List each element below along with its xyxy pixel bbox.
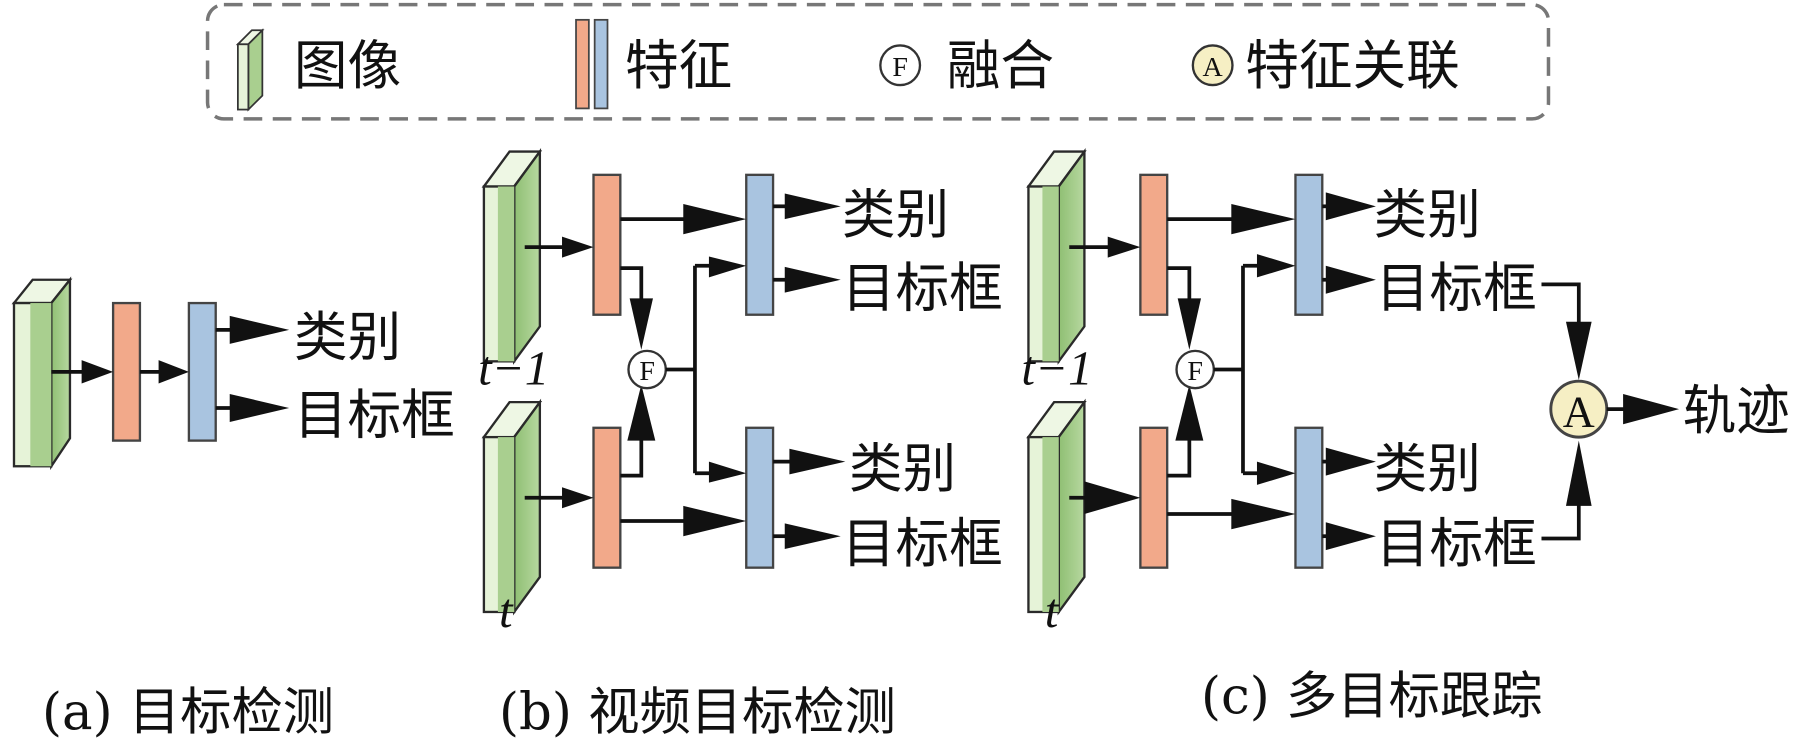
arrow-head	[1325, 192, 1376, 221]
panel-a: 类别 目标框	[11, 276, 455, 471]
frame-label-cur: t	[499, 583, 514, 638]
legend-image-label: 图像	[294, 34, 401, 97]
arrow-head	[1175, 384, 1204, 441]
image-block	[11, 276, 73, 471]
arrow-head	[562, 236, 594, 258]
arrow-head	[708, 256, 747, 278]
arrow-head	[1623, 393, 1680, 425]
panel-c: t−1 t F	[1021, 147, 1790, 638]
arrow-head	[1325, 265, 1376, 294]
output-bbox-label: 目标框	[842, 512, 1003, 575]
panel-b: t−1 t F	[478, 147, 1003, 638]
feature-red	[111, 301, 142, 442]
feature-blue	[187, 301, 217, 442]
arrow-head	[1325, 447, 1376, 476]
feature-blue-prev	[1294, 173, 1324, 316]
feature-red-prev	[592, 173, 622, 316]
arrow-head	[784, 266, 841, 293]
arrow-head	[1177, 298, 1202, 350]
arrow-head	[708, 461, 747, 483]
frame-prev-text: t−1	[1021, 341, 1092, 396]
fusion-node: F	[1175, 349, 1215, 390]
frame-label-cur: t	[1045, 583, 1060, 638]
legend-fusion-label: 融合	[947, 34, 1054, 97]
association-node: A	[1549, 379, 1609, 439]
trajectory-label: 轨迹	[1683, 379, 1790, 442]
frame-label-prev: t−1	[1021, 341, 1092, 396]
arrow-head	[1231, 498, 1296, 530]
legend-feature-icon	[575, 18, 609, 110]
arrow-head	[1325, 522, 1376, 551]
feature-blue-cur	[1294, 426, 1324, 569]
legend-border	[205, 2, 1551, 121]
feature-blue-cur	[745, 426, 775, 569]
feature-blue-prev	[745, 173, 775, 316]
arrow-head	[683, 203, 747, 235]
arrow-head	[1256, 254, 1296, 278]
image-block-cur	[1026, 398, 1087, 616]
legend-image-icon	[235, 28, 265, 112]
arrow-head	[562, 487, 594, 509]
output-class-label: 类别	[1374, 437, 1481, 500]
fusion-symbol: F	[639, 356, 655, 387]
output-bbox-label: 目标框	[842, 257, 1003, 320]
fusion-symbol: F	[1187, 356, 1203, 387]
legend-feature-label: 特征	[625, 34, 732, 97]
image-block-cur	[481, 398, 543, 616]
feature-red-cur	[1139, 426, 1169, 569]
arrow-head	[229, 393, 290, 422]
arrow-head	[158, 360, 189, 384]
legend-fusion-symbol: F	[892, 52, 908, 83]
arrow-head	[1565, 321, 1592, 380]
caption-c: (c) 多目标跟踪	[1201, 666, 1543, 726]
feature-red-prev	[1139, 173, 1169, 316]
arrow-head	[627, 384, 656, 441]
image-block-prev	[1026, 147, 1087, 365]
arrow-head	[81, 360, 114, 384]
output-class-label: 类别	[842, 183, 949, 246]
arrow-head	[683, 505, 747, 537]
legend-fusion-icon: F	[879, 44, 922, 87]
legend: 图像 特征 F 融合 A 特征关联	[205, 2, 1551, 121]
fusion-node: F	[627, 349, 667, 390]
arrow-head	[784, 193, 841, 220]
feature-red-cur	[592, 426, 622, 569]
output-class-label: 类别	[1374, 183, 1481, 246]
arrow-head	[789, 448, 846, 475]
legend-association-symbol: A	[1203, 52, 1223, 83]
arrow-head	[1256, 461, 1296, 485]
output-bbox-label: 目标框	[1376, 257, 1537, 320]
legend-association-icon: A	[1191, 44, 1234, 87]
arrow-head	[229, 315, 290, 344]
frame-prev-text: t−1	[478, 341, 549, 396]
image-block-prev	[481, 147, 543, 365]
output-class-label: 类别	[849, 437, 956, 500]
frame-label-prev: t−1	[478, 341, 549, 396]
output-class-label: 类别	[294, 306, 401, 369]
caption-a: (a) 目标检测	[42, 683, 334, 743]
output-bbox-label: 目标框	[1376, 512, 1537, 575]
caption-b: (b) 视频目标检测	[499, 683, 896, 743]
output-bbox-label: 目标框	[294, 384, 455, 447]
arrow-head	[1231, 203, 1296, 235]
association-symbol: A	[1563, 388, 1595, 437]
arrow-head	[629, 298, 653, 350]
legend-association-label: 特征关联	[1245, 34, 1459, 97]
arrow-head	[784, 523, 841, 550]
arrow-head	[1084, 481, 1141, 515]
arrow-head	[1565, 440, 1592, 506]
arrow-head	[1107, 236, 1141, 258]
